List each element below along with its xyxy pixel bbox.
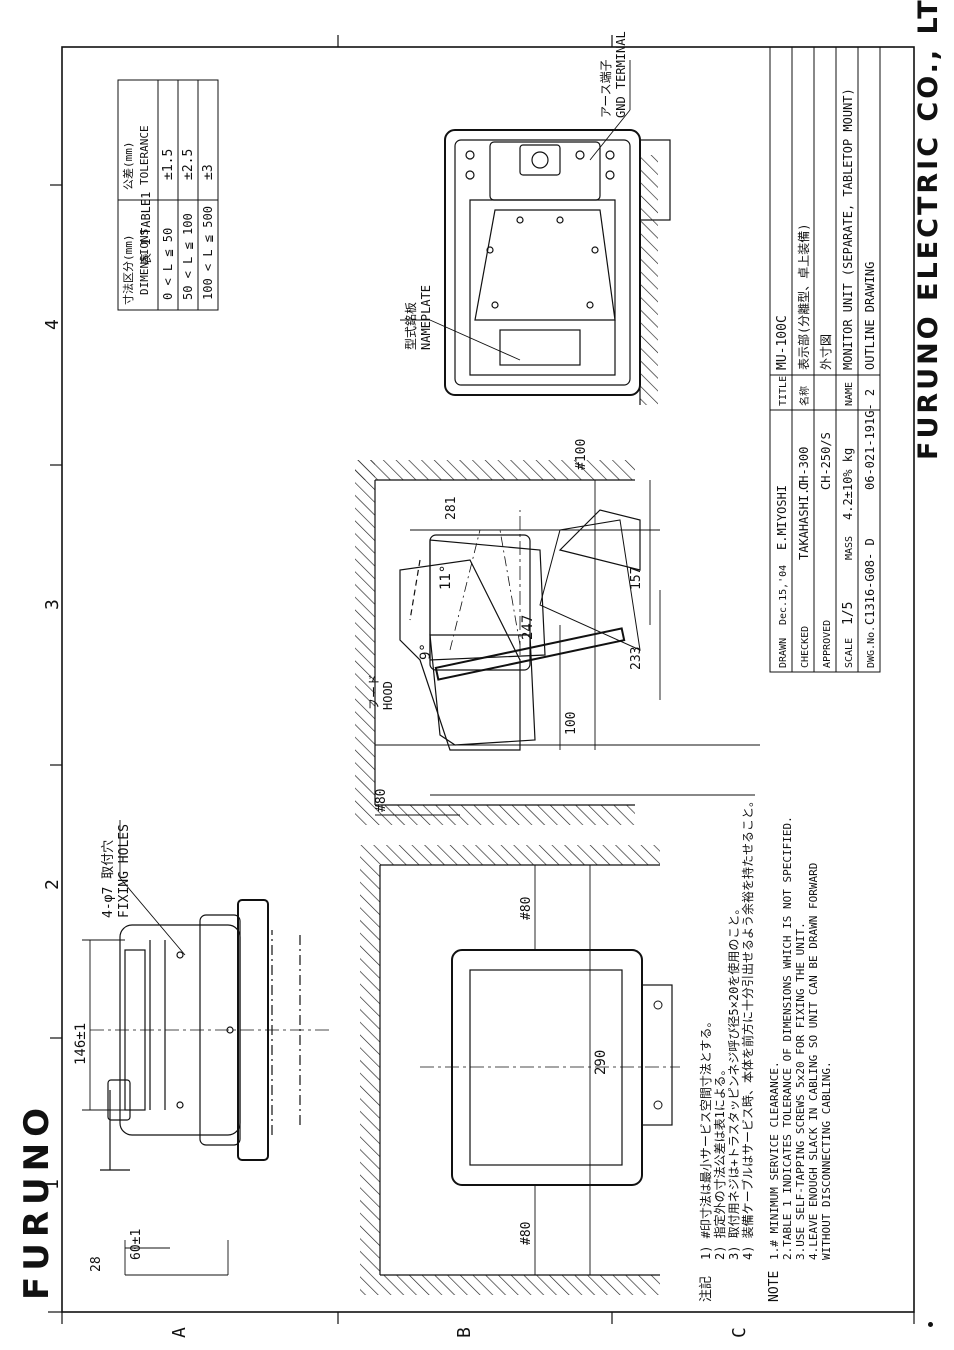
sheet-border <box>61 46 915 1313</box>
drawn-date: Dec.15,'04 <box>778 565 789 625</box>
name-en-1: MONITOR UNIT (SEPARATE, TABLETOP MOUNT) <box>841 88 855 370</box>
table-row-2-range: 50 < L ≦ 100 <box>181 213 195 300</box>
table-col2-jp: 公差(mm) <box>121 142 135 191</box>
company-name: FURUNO ELECTRIC CO., LTD. <box>913 0 944 460</box>
tolerance-table: 表 1 TABLE1 寸法区分(mm) DIMENSIONS 公差(mm) TO… <box>117 79 219 311</box>
name-jp-2: 外寸図 <box>819 334 833 370</box>
grid-col-4: 4 <box>42 319 63 330</box>
note-en-3: 3.USE SELF-TAPPING SCREWS 5x20 FOR FIXIN… <box>794 922 807 1260</box>
hood-en: HOOD <box>381 681 395 710</box>
checked-name: TAKAHASHI.T <box>797 481 811 560</box>
grid-ticks <box>48 35 915 1324</box>
note-en-4: 4.LEAVE ENOUGH SLACK IN CABLING SO UNIT … <box>807 863 820 1260</box>
name-jp-1: 表示部(分離型、卓上装備) <box>796 224 811 370</box>
name-en-2: OUTLINE DRAWING <box>863 262 877 370</box>
dim-247: 247 <box>520 615 536 640</box>
grid-row-b: B <box>454 1327 475 1338</box>
scale-label: SCALE <box>844 638 855 668</box>
side-view-drawing <box>90 899 330 1171</box>
front-view-drawing <box>420 865 680 1275</box>
grid-row-c: C <box>729 1327 750 1338</box>
checked-label: CHECKED <box>800 626 811 668</box>
drawn-name: E.MIYOSHI <box>775 485 789 550</box>
corner-dot <box>928 1322 933 1327</box>
name-jp-label: 名称 <box>798 386 811 406</box>
model-title: MU-100C <box>775 315 790 370</box>
nameplate-en: NAMEPLATE <box>419 285 433 350</box>
angle-11: 11° <box>438 565 454 590</box>
dim-146: 146±1 <box>73 1023 89 1065</box>
ch-300: CH-300 <box>797 447 811 490</box>
nameplate-jp: 型式銘板 <box>403 302 418 350</box>
dim-233: 233 <box>629 647 644 670</box>
table-col2-en: TOLERANCE <box>138 125 151 185</box>
clear-left-80: #80 <box>519 1222 534 1245</box>
side-install-clearance <box>355 460 635 825</box>
fixing-holes-jp: 4-φ7 取付穴 <box>101 840 116 918</box>
notes-jp: 注記 1) #印寸法は最小サービス空間寸法とする。 2) 指定外の寸法公差は表1… <box>698 795 755 1302</box>
table-row-1-tol: ±1.5 <box>161 149 176 180</box>
dwg-label: DWG.No. <box>866 626 877 668</box>
table-row-1-range: 0 < L ≦ 50 <box>161 228 175 300</box>
drawn-label: DRAWN <box>778 638 789 668</box>
grid-col-2: 2 <box>42 879 63 890</box>
note-jp-4: 4) 装備ケーブルはサービス時、本体を前方に十分引出せるよう余裕を持たせること。 <box>740 795 755 1260</box>
notes-en-label: NOTE <box>767 1271 782 1302</box>
dim-290: 290 <box>593 1050 609 1075</box>
rear-view-drawing <box>444 129 671 396</box>
table-row-3-tol: ±3 <box>201 164 216 180</box>
scale-value: 1/5 <box>841 602 856 625</box>
side-view-dims <box>82 820 229 1276</box>
furuno-logo: FURUNO <box>17 1102 57 1300</box>
front-view-clearance <box>360 845 660 1295</box>
note-jp-2: 2) 指定外の寸法公差は表1による。 <box>712 1063 727 1260</box>
side-install-drawing <box>399 509 641 751</box>
mass-label: MASS <box>844 536 855 560</box>
rear-view-leaders <box>400 60 631 361</box>
ref-number: 06-021-191G- 2 <box>863 389 877 490</box>
side-install-dims <box>375 480 760 816</box>
table-caption-en: TABLE1 <box>139 192 153 235</box>
note-en-2: 2.TABLE 1 INDICATES TOLERANCE OF DIMENSI… <box>781 816 794 1260</box>
note-jp-1: 1) #印寸法は最小サービス空間寸法とする。 <box>699 1015 713 1260</box>
grid-col-3: 3 <box>42 599 63 610</box>
title-label: TITLE <box>778 376 789 406</box>
grid-row-a: A <box>169 1327 190 1338</box>
table-caption-jp: 表 1 <box>139 239 153 265</box>
notes-jp-label: 注記 <box>698 1276 714 1302</box>
title-block <box>769 46 881 673</box>
dim-28: 28 <box>89 1256 104 1272</box>
notes-en: NOTE 1.# MINIMUM SERVICE CLEARANCE. 2.TA… <box>767 816 833 1302</box>
dim-157: 157 <box>629 567 644 590</box>
clear-right-80: #80 <box>519 897 534 920</box>
rear-view-surface <box>639 155 658 405</box>
hood-jp: フード <box>367 674 381 710</box>
ch-250s: CH-250/S <box>819 432 833 490</box>
grid-col-1: 1 <box>42 1179 63 1190</box>
name-label: NAME <box>844 382 855 406</box>
dwg-number: C1316-G08- D <box>863 538 877 625</box>
dim-60: 60±1 <box>129 1229 144 1260</box>
mass-value: 4.2±10% kg <box>841 448 855 520</box>
table-row-3-range: 100 < L ≦ 500 <box>201 206 215 300</box>
fixing-holes-en: FIXING HOLES <box>117 824 132 918</box>
clear-100: #100 <box>574 439 589 470</box>
table-col1-jp: 寸法区分(mm) <box>121 235 135 306</box>
note-en-5: WITHOUT DISCONNECTING CABLING. <box>820 1061 833 1260</box>
dim-100: 100 <box>564 712 579 735</box>
table-col1-en: DIMENSIONS <box>138 229 151 295</box>
gnd-terminal-jp: アース端子 <box>599 59 613 118</box>
note-en-1: 1.# MINIMUM SERVICE CLEARANCE. <box>768 1061 781 1260</box>
note-jp-3: 3) 取付用ネジは+トラスタッピンネジ呼び径5×20を使用のこと。 <box>726 903 741 1260</box>
dim-281: 281 <box>444 497 459 520</box>
gnd-terminal-en: GND TERMINAL <box>614 31 628 118</box>
approved-label: APPROVED <box>822 620 833 668</box>
table-row-2-tol: ±2.5 <box>181 149 196 180</box>
clear-80-bottom: #80 <box>374 789 389 812</box>
angle-9: 9° <box>418 643 434 660</box>
